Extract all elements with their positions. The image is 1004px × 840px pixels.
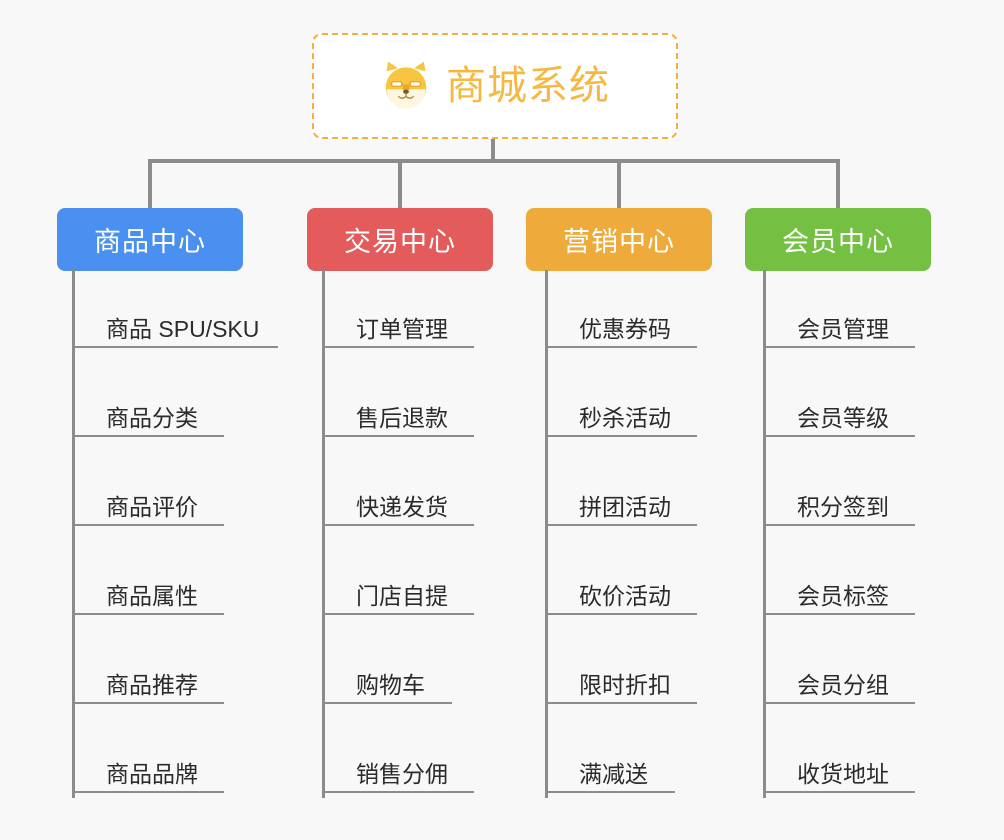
leaf-item[interactable]: 会员标签 <box>763 563 915 615</box>
branch-header-label: 会员中心 <box>782 227 894 257</box>
leaf-item[interactable]: 门店自提 <box>322 563 474 615</box>
root-title: 商城系统 <box>446 64 610 108</box>
leaf-label: 商品属性 <box>106 582 198 609</box>
connector-root-stem <box>491 139 495 163</box>
leaf-item[interactable]: 商品 SPU/SKU <box>72 296 278 348</box>
leaf-item[interactable]: 收货地址 <box>763 741 915 793</box>
leaf-label: 订单管理 <box>356 315 448 342</box>
leaf-item[interactable]: 购物车 <box>322 652 452 704</box>
leaf-label: 商品评价 <box>106 493 198 520</box>
column-stem <box>322 270 325 798</box>
leaf-item[interactable]: 售后退款 <box>322 385 474 437</box>
leaf-label: 购物车 <box>356 671 425 698</box>
leaf-item[interactable]: 订单管理 <box>322 296 474 348</box>
connector-drop-marketing-center <box>617 159 621 209</box>
branch-header-member-center[interactable]: 会员中心 <box>745 208 931 271</box>
leaf-item[interactable]: 限时折扣 <box>545 652 697 704</box>
branch-header-label: 商品中心 <box>94 227 206 257</box>
column-stem <box>72 270 75 798</box>
leaf-label: 门店自提 <box>356 582 448 609</box>
leaf-label: 会员管理 <box>797 315 889 342</box>
leaf-item[interactable]: 商品品牌 <box>72 741 224 793</box>
connector-drop-member-center <box>836 159 840 209</box>
branch-header-marketing-center[interactable]: 营销中心 <box>526 208 712 271</box>
connector-horizontal-bus <box>148 159 840 163</box>
connector-drop-product-center <box>148 159 152 209</box>
leaf-item[interactable]: 商品推荐 <box>72 652 224 704</box>
leaf-label: 商品品牌 <box>106 760 198 787</box>
leaf-item[interactable]: 砍价活动 <box>545 563 697 615</box>
leaf-label: 商品 SPU/SKU <box>106 315 260 342</box>
leaf-item[interactable]: 商品属性 <box>72 563 224 615</box>
leaf-item[interactable]: 会员分组 <box>763 652 915 704</box>
leaf-label: 售后退款 <box>356 404 448 431</box>
leaf-label: 商品分类 <box>106 404 198 431</box>
leaf-label: 会员等级 <box>797 404 889 431</box>
leaf-item[interactable]: 积分签到 <box>763 474 915 526</box>
root-node[interactable]: 商城系统 <box>312 33 678 139</box>
leaf-item[interactable]: 销售分佣 <box>322 741 474 793</box>
leaf-label: 积分签到 <box>797 493 889 520</box>
leaf-label: 限时折扣 <box>579 671 671 698</box>
leaf-label: 销售分佣 <box>356 760 448 787</box>
leaf-label: 满减送 <box>579 760 648 787</box>
leaf-item[interactable]: 快递发货 <box>322 474 474 526</box>
leaf-item[interactable]: 拼团活动 <box>545 474 697 526</box>
column-stem <box>545 270 548 798</box>
column-stem <box>763 270 766 798</box>
branch-header-product-center[interactable]: 商品中心 <box>57 208 243 271</box>
connector-drop-trade-center <box>398 159 402 209</box>
leaf-item[interactable]: 优惠券码 <box>545 296 697 348</box>
branch-header-label: 交易中心 <box>344 227 456 257</box>
branch-header-trade-center[interactable]: 交易中心 <box>307 208 493 271</box>
leaf-label: 优惠券码 <box>579 315 671 342</box>
leaf-item[interactable]: 会员等级 <box>763 385 915 437</box>
leaf-item[interactable]: 秒杀活动 <box>545 385 697 437</box>
leaf-label: 快递发货 <box>356 493 448 520</box>
leaf-label: 秒杀活动 <box>579 404 671 431</box>
leaf-item[interactable]: 满减送 <box>545 741 675 793</box>
leaf-label: 会员分组 <box>797 671 889 698</box>
leaf-label: 拼团活动 <box>579 493 671 520</box>
leaf-item[interactable]: 会员管理 <box>763 296 915 348</box>
leaf-label: 收货地址 <box>797 760 889 787</box>
leaf-label: 砍价活动 <box>579 582 671 609</box>
shiba-dog-icon <box>385 61 427 109</box>
branch-header-label: 营销中心 <box>563 227 675 257</box>
leaf-item[interactable]: 商品分类 <box>72 385 224 437</box>
leaf-label: 商品推荐 <box>106 671 198 698</box>
leaf-label: 会员标签 <box>797 582 889 609</box>
leaf-item[interactable]: 商品评价 <box>72 474 224 526</box>
